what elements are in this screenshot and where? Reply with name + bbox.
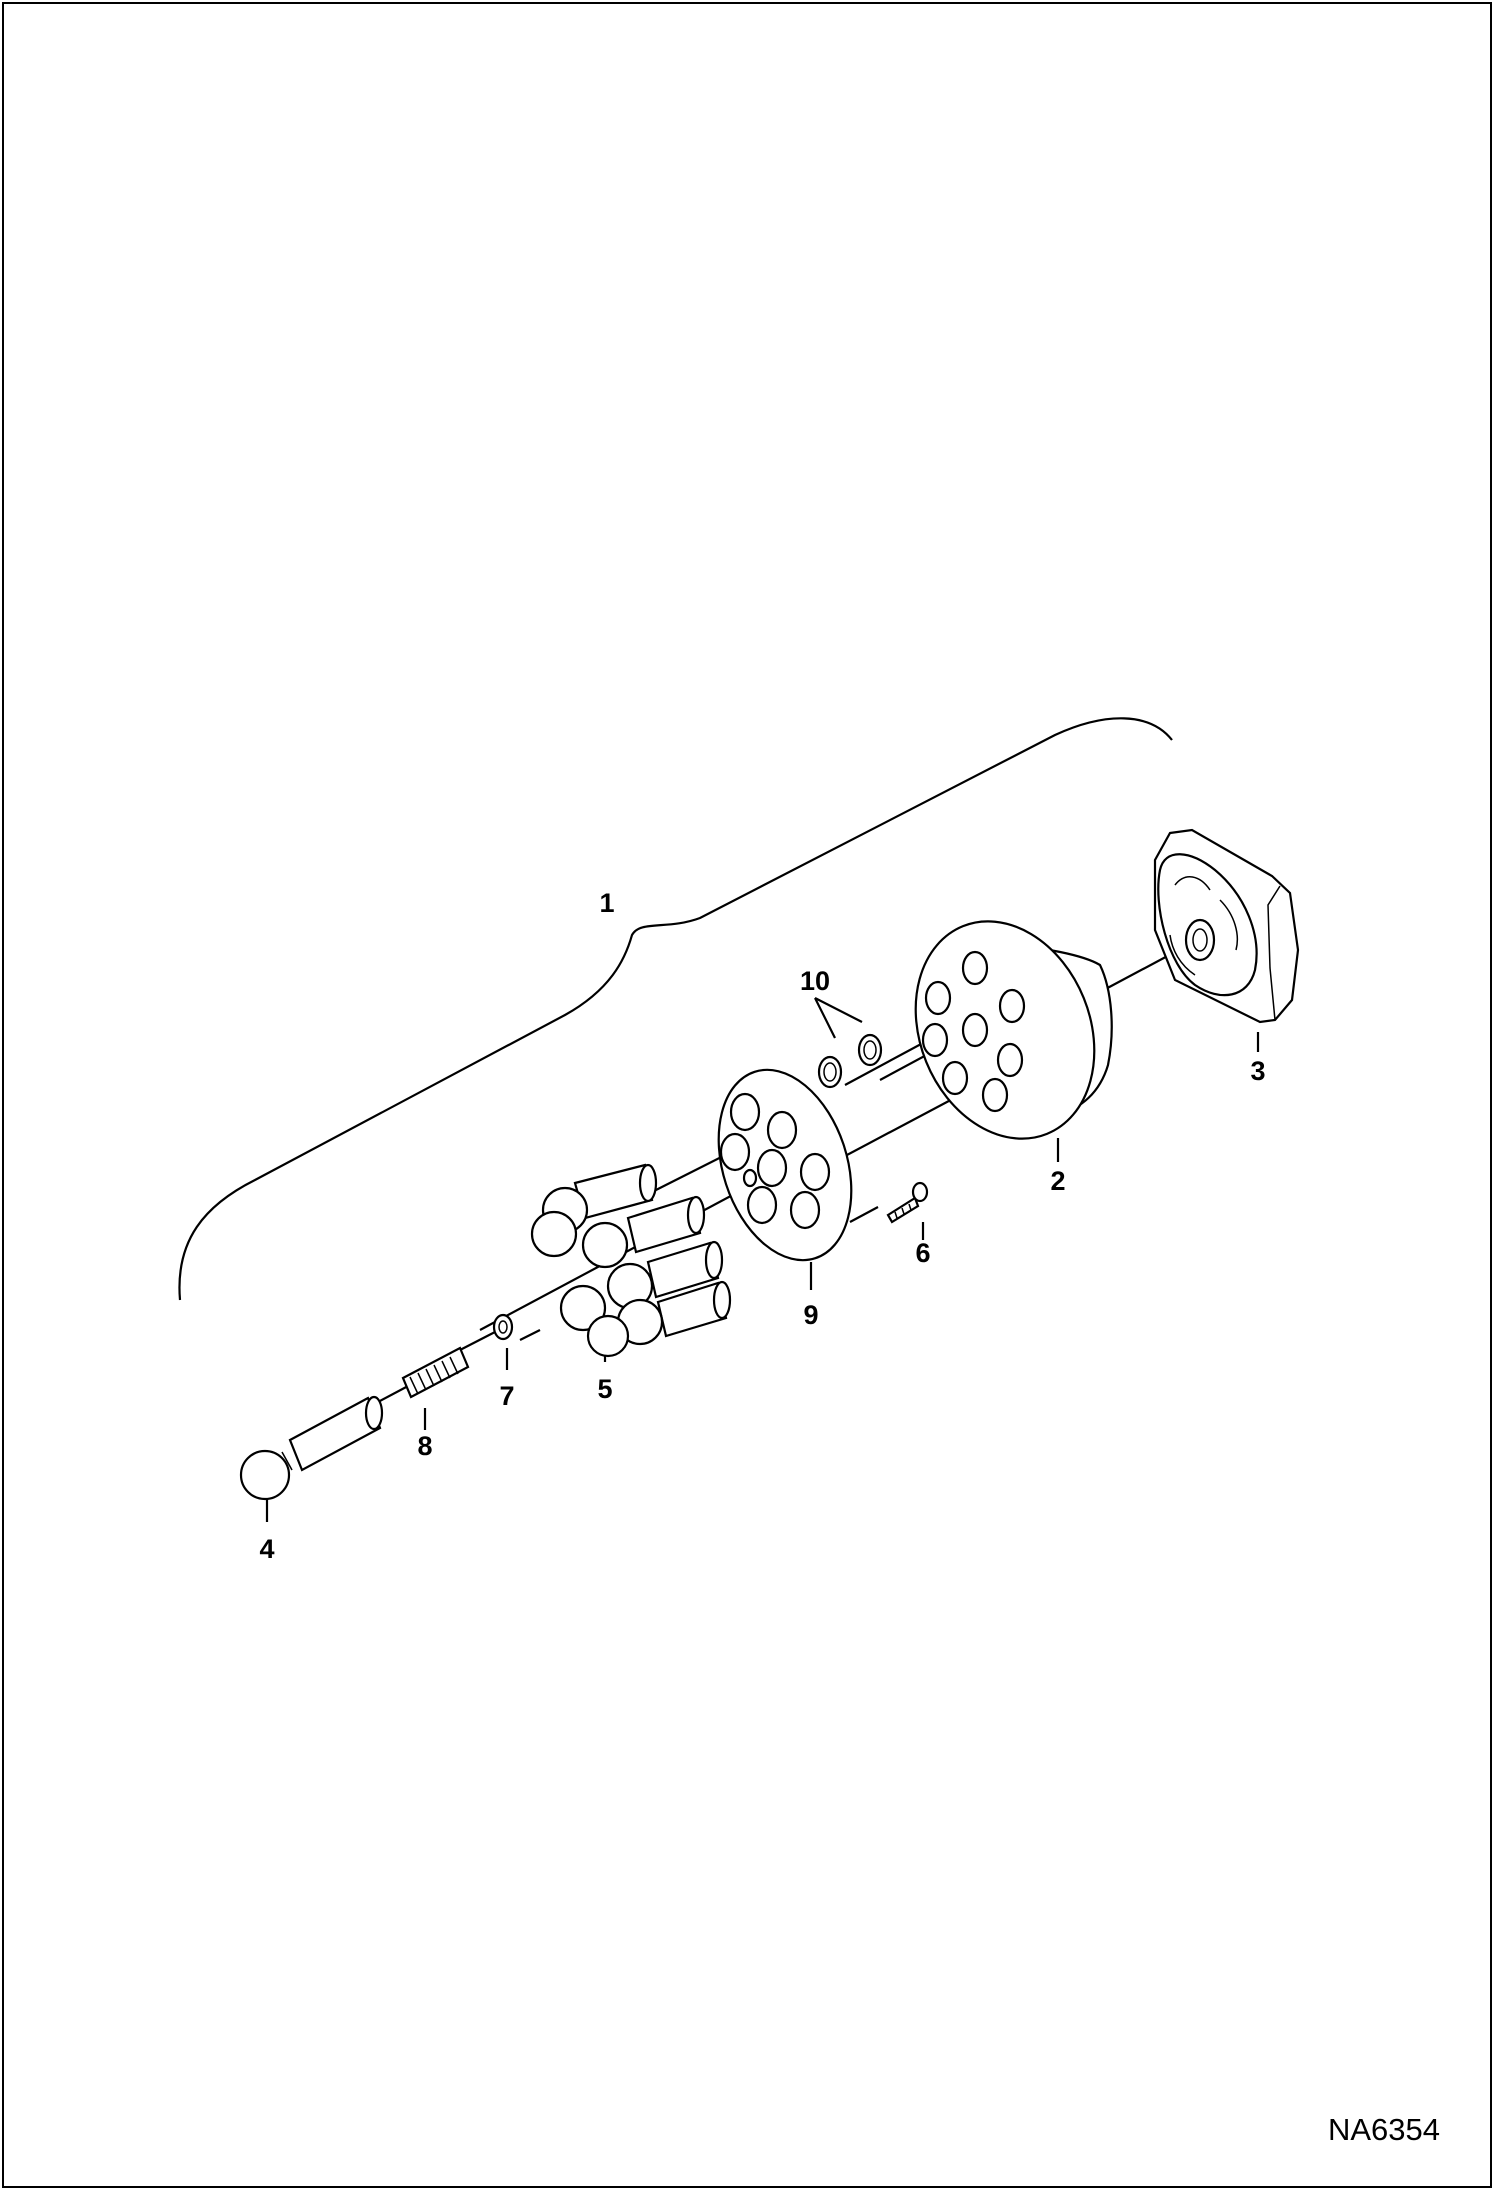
- retainer-plate: [717, 1068, 853, 1262]
- callout-3: 3: [1250, 1056, 1265, 1086]
- callout-9: 9: [803, 1300, 818, 1330]
- spring: [401, 1346, 470, 1399]
- callout-5: 5: [597, 1374, 612, 1404]
- callout-8: 8: [417, 1431, 432, 1461]
- callout-4: 4: [259, 1534, 274, 1564]
- callout-6: 6: [915, 1238, 930, 1268]
- cylinder-barrel: [914, 920, 1113, 1140]
- piston: [606, 1240, 724, 1310]
- callout-7: 7: [499, 1381, 514, 1411]
- pistons: [530, 1163, 732, 1358]
- piston: [541, 1163, 658, 1234]
- figure-code: NA6354: [1328, 2112, 1440, 2147]
- piston: [616, 1280, 732, 1346]
- assembly-brace: [178, 717, 1173, 1301]
- piston: [581, 1195, 706, 1269]
- callout-10: 10: [800, 966, 830, 996]
- piston-ball: [586, 1314, 630, 1358]
- piston-ball: [559, 1284, 607, 1332]
- callout-1: 1: [599, 888, 614, 918]
- valve-plate: [1153, 828, 1300, 1024]
- bolt: [886, 1181, 929, 1224]
- callout-2: 2: [1050, 1166, 1065, 1196]
- washer: [492, 1313, 514, 1341]
- piston-ball: [530, 1210, 578, 1258]
- retaining-rings: [817, 1033, 883, 1089]
- retainer-holes: [719, 1092, 831, 1230]
- center-pin: [239, 1395, 384, 1501]
- barrel-bores: [921, 950, 1026, 1113]
